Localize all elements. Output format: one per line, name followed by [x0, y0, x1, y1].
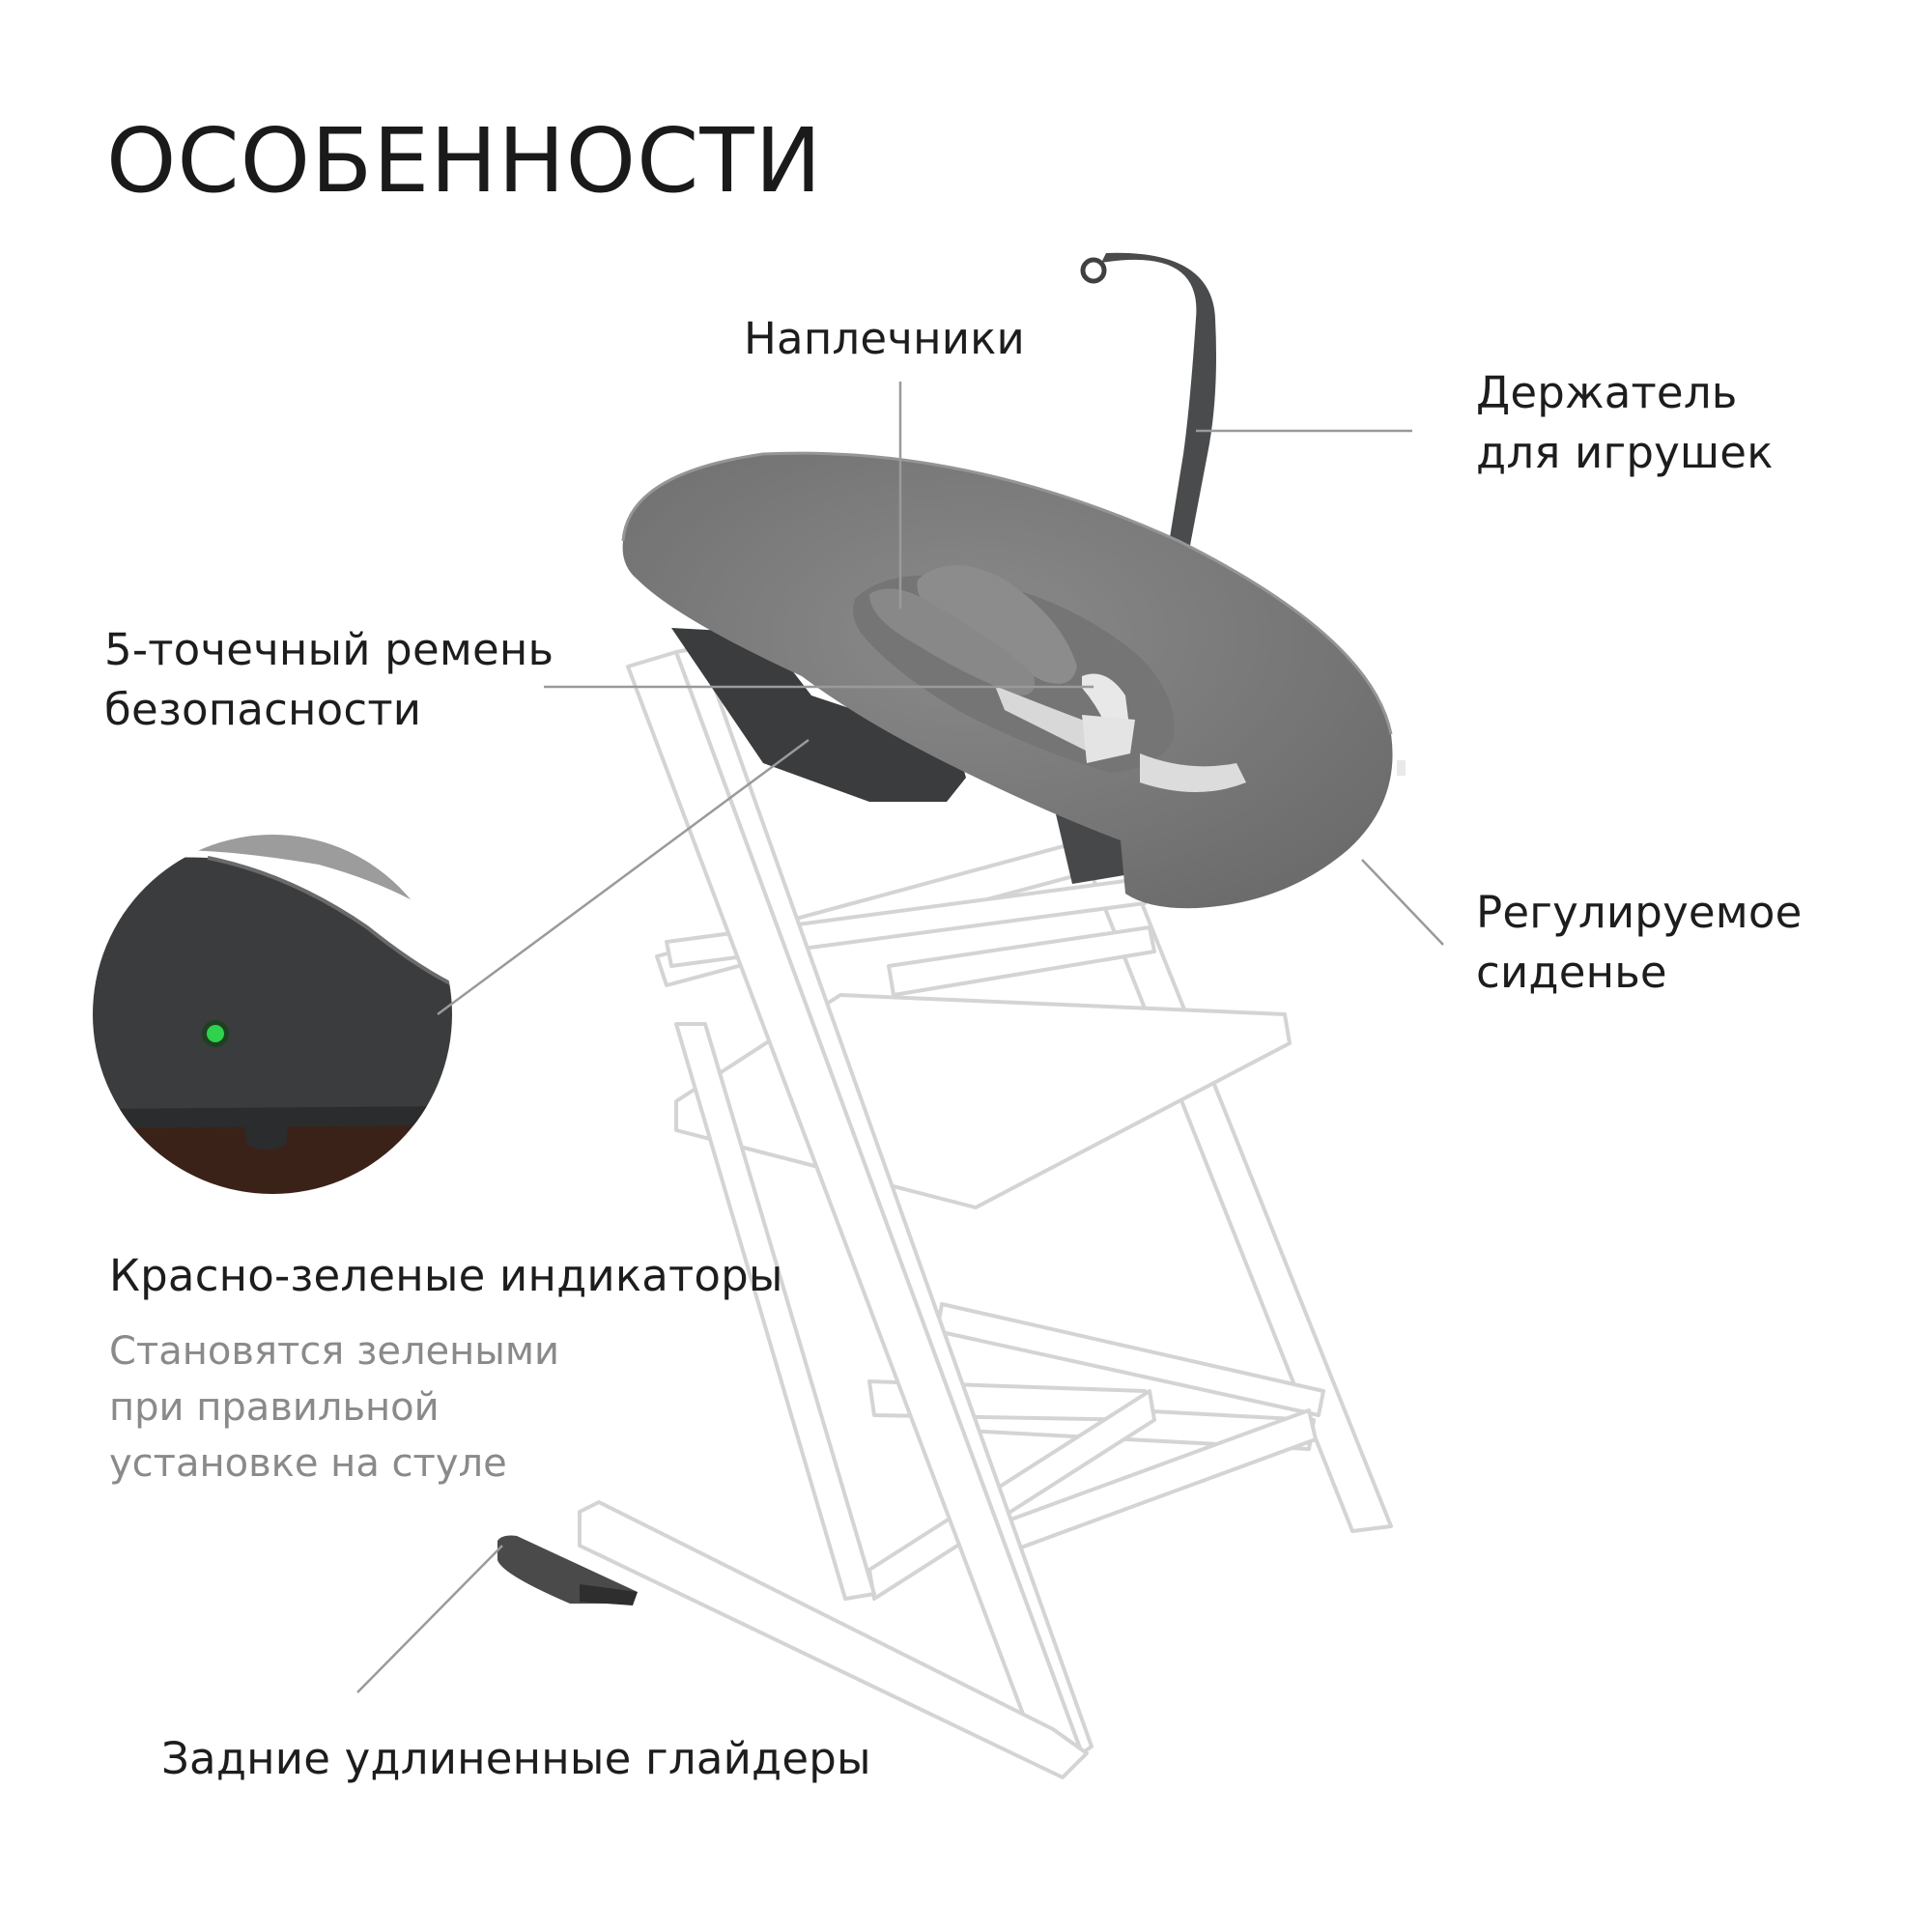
label-toy-holder: Держатель для игрушек — [1476, 363, 1774, 483]
label-shoulder-pads-text: Наплечники — [744, 313, 1025, 364]
toy-holder-arm — [1080, 252, 1216, 555]
label-harness-line1: 5-точечный ремень — [104, 624, 554, 675]
seat-cushion — [621, 451, 1406, 909]
indicators-note: Становятся зелеными при правильной устан… — [109, 1323, 559, 1492]
leader-adjustable-seat — [1361, 859, 1444, 946]
chair-outline — [578, 645, 1393, 1779]
label-adjustable-seat: Регулируемое сиденье — [1476, 883, 1803, 1003]
label-shoulder-pads: Наплечники — [744, 309, 1025, 369]
leader-gliders — [356, 1545, 503, 1693]
indicators-note-line3: установке на стуле — [109, 1441, 507, 1486]
label-adjustable-seat-line2: сиденье — [1476, 947, 1667, 998]
label-indicators: Красно-зеленые индикаторы — [109, 1246, 783, 1306]
label-harness-line2: безопасности — [104, 684, 422, 735]
label-indicators-text: Красно-зеленые индикаторы — [109, 1250, 783, 1301]
label-harness: 5-точечный ремень безопасности — [104, 620, 554, 740]
label-gliders: Задние удлиненные глайдеры — [161, 1729, 871, 1789]
indicator-zoom-circle — [93, 835, 452, 1194]
label-adjustable-seat-line1: Регулируемое — [1476, 887, 1803, 938]
indicators-note-line2: при правильной — [109, 1385, 440, 1430]
page-title: ОСОБЕННОСТИ — [106, 109, 823, 213]
leader-indicator — [437, 738, 810, 1016]
label-toy-holder-line2: для игрушек — [1476, 427, 1774, 478]
rear-glider — [497, 1535, 638, 1605]
label-toy-holder-line1: Держатель — [1476, 367, 1738, 418]
indicators-note-line1: Становятся зелеными — [109, 1329, 560, 1374]
leader-lines — [356, 382, 1444, 1693]
label-gliders-text: Задние удлиненные глайдеры — [161, 1733, 871, 1784]
